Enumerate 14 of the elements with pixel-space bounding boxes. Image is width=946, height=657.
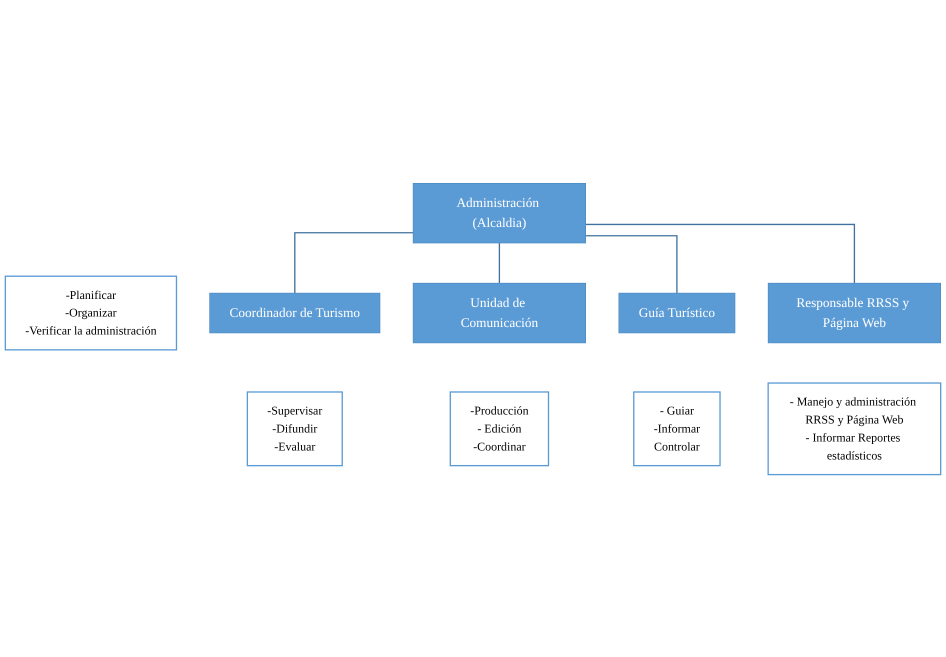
node-box: Unidad de Comunicación: [412, 282, 586, 343]
connector: [294, 232, 414, 293]
node-box: Responsable RRSS y Página Web: [768, 282, 941, 343]
node-box: -Planificar -Organizar -Verificar la administración: [4, 275, 178, 350]
node-box: - Guiar -Informar Controlar: [633, 390, 721, 466]
node-box: Guía Turístico: [618, 292, 736, 333]
node-box: Coordinador de Turismo: [209, 292, 380, 333]
connector: [586, 234, 678, 293]
node-box: -Producción - Edición -Coordinar: [450, 390, 550, 466]
node-box: -Supervisar -Difundir -Evaluar: [246, 390, 343, 466]
connector: [498, 242, 500, 283]
node-box: Administración (Alcaldia): [412, 182, 586, 243]
connector: [586, 223, 856, 283]
node-box: - Manejo y administración RRSS y Página Web - Informar Reportes estadísticos: [767, 382, 942, 475]
